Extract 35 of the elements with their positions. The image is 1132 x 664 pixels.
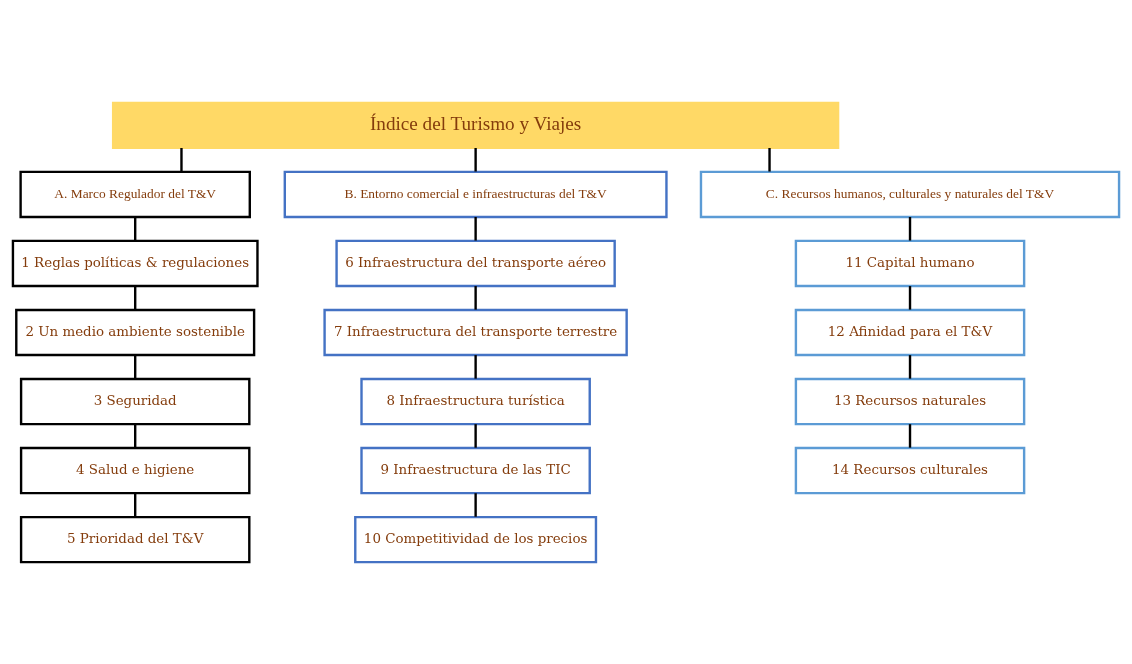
node-box: 11 Capital humano bbox=[794, 239, 1026, 287]
node-box: C. Recursos humanos, culturales y naturales del T&V bbox=[699, 170, 1121, 218]
connector bbox=[908, 423, 912, 448]
connector bbox=[134, 216, 137, 241]
node-box: 7 Infraestructura del transporte terrestre bbox=[323, 308, 628, 356]
node-box: 6 Infraestructura del transporte aéreo bbox=[335, 239, 616, 287]
node-box: 1 Reglas políticas & regulaciones bbox=[11, 239, 259, 287]
node-box: 2 Un medio ambiente sostenible bbox=[15, 308, 256, 356]
connector bbox=[474, 285, 477, 310]
node-box: 14 Recursos culturales bbox=[794, 446, 1026, 494]
node-box: 5 Prioridad del T&V bbox=[19, 515, 251, 563]
connector bbox=[134, 285, 137, 310]
connector bbox=[474, 354, 477, 379]
connector bbox=[134, 423, 137, 448]
connector bbox=[134, 354, 137, 379]
connector bbox=[908, 285, 912, 310]
connector bbox=[474, 147, 477, 171]
node-box: A. Marco Regulador del T&V bbox=[19, 170, 251, 218]
node-box: 3 Seguridad bbox=[19, 377, 251, 425]
node-box: 13 Recursos naturales bbox=[794, 377, 1026, 425]
connector bbox=[474, 216, 477, 241]
connector bbox=[768, 147, 771, 171]
node-box: Índice del Turismo y Viajes bbox=[111, 101, 840, 149]
connector bbox=[474, 492, 477, 517]
node-box: 10 Competitividad de los precios bbox=[354, 515, 598, 563]
node-box: 8 Infraestructura turística bbox=[360, 377, 591, 425]
node-box: B. Entorno comercial e infraestructuras del T&V bbox=[283, 170, 668, 218]
connector bbox=[908, 216, 912, 241]
node-box: 9 Infraestructura de las TIC bbox=[360, 446, 591, 494]
connector bbox=[908, 354, 912, 379]
node-box: 12 Afinidad para el T&V bbox=[794, 308, 1026, 356]
node-box: 4 Salud e higiene bbox=[19, 446, 251, 494]
connector bbox=[474, 423, 477, 448]
connector bbox=[134, 492, 137, 517]
connector bbox=[180, 147, 183, 171]
